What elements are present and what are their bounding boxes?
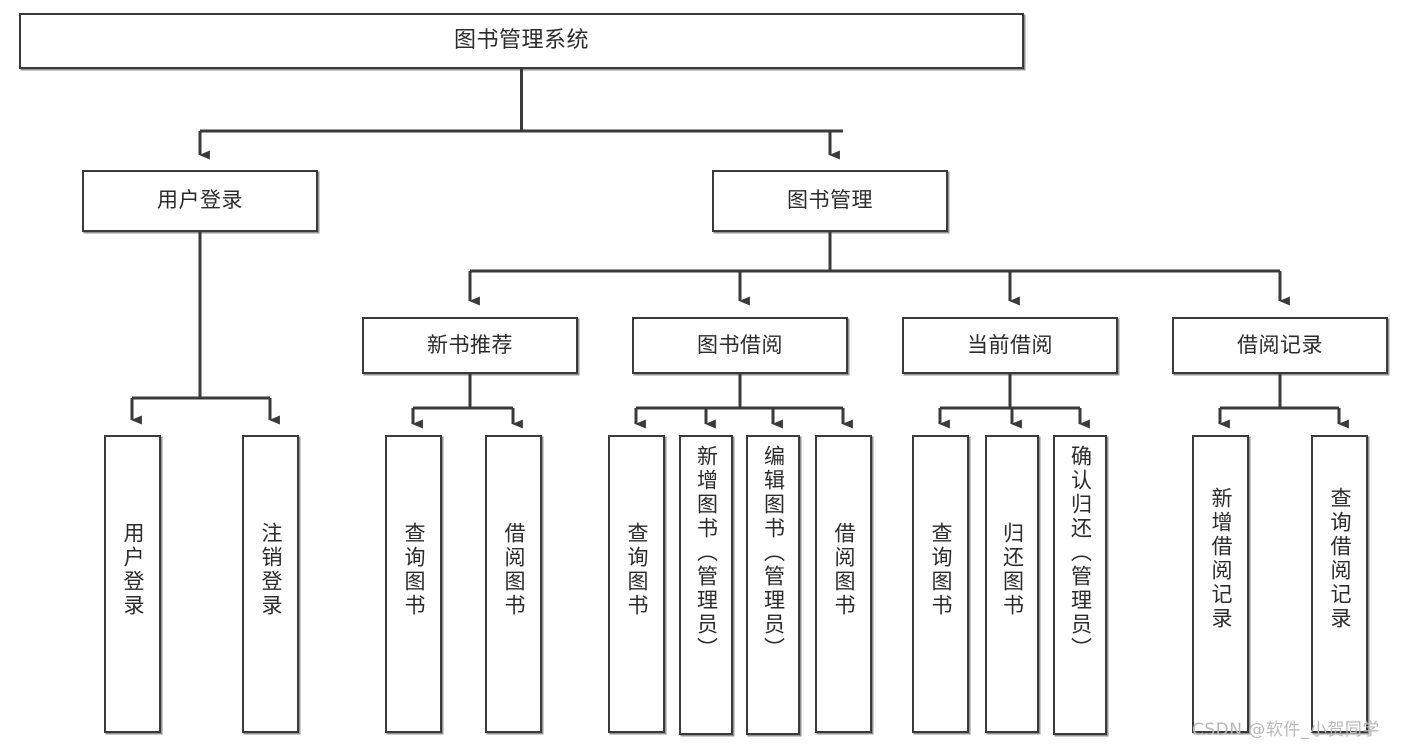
node-root[interactable]: 图书管理系统 bbox=[19, 13, 1024, 69]
node-leaf-edit-book-label: 编辑图书（管理员） bbox=[761, 445, 786, 661]
node-leaf-query-record[interactable]: 查询借阅记录 bbox=[1311, 435, 1368, 733]
node-book-manage[interactable]: 图书管理 bbox=[712, 170, 948, 232]
node-book-borrow-label: 图书借阅 bbox=[697, 332, 783, 357]
node-leaf-add-record[interactable]: 新增借阅记录 bbox=[1192, 435, 1249, 733]
csdn-watermark: CSDN @软件_小贺同学 bbox=[1192, 715, 1380, 740]
node-borrow-record-label: 借阅记录 bbox=[1237, 332, 1323, 357]
node-leaf-add-record-label: 新增借阅记录 bbox=[1209, 487, 1233, 631]
node-user-login[interactable]: 用户登录 bbox=[82, 170, 318, 232]
node-new-book-recommend-label: 新书推荐 bbox=[427, 332, 513, 357]
node-leaf-confirm-return[interactable]: 确认归还（管理员） bbox=[1053, 435, 1107, 735]
node-leaf-borrow-book-2-label: 借阅图书 bbox=[832, 522, 856, 618]
node-leaf-query-book-1-label: 查询图书 bbox=[402, 522, 426, 618]
node-leaf-logout-label: 注销登录 bbox=[259, 522, 283, 618]
node-borrow-record[interactable]: 借阅记录 bbox=[1172, 317, 1388, 374]
node-leaf-user-login[interactable]: 用户登录 bbox=[104, 435, 161, 733]
node-leaf-confirm-return-label: 确认归还（管理员） bbox=[1068, 445, 1093, 661]
node-leaf-user-login-label: 用户登录 bbox=[121, 522, 145, 618]
node-leaf-add-book-label: 新增图书（管理员） bbox=[694, 445, 719, 661]
node-leaf-query-book-3-label: 查询图书 bbox=[929, 522, 953, 618]
node-leaf-return-book[interactable]: 归还图书 bbox=[985, 435, 1039, 733]
node-leaf-add-book[interactable]: 新增图书（管理员） bbox=[679, 435, 733, 735]
node-leaf-query-book-1[interactable]: 查询图书 bbox=[385, 435, 442, 733]
node-book-borrow[interactable]: 图书借阅 bbox=[632, 317, 848, 374]
node-current-borrow[interactable]: 当前借阅 bbox=[902, 317, 1118, 374]
node-leaf-return-book-label: 归还图书 bbox=[1000, 522, 1025, 618]
node-leaf-logout[interactable]: 注销登录 bbox=[242, 435, 299, 733]
node-root-label: 图书管理系统 bbox=[453, 27, 589, 53]
node-leaf-edit-book[interactable]: 编辑图书（管理员） bbox=[746, 435, 800, 735]
node-leaf-query-book-2[interactable]: 查询图书 bbox=[608, 435, 665, 733]
node-user-login-label: 用户登录 bbox=[157, 188, 243, 213]
node-leaf-query-book-3[interactable]: 查询图书 bbox=[912, 435, 969, 733]
node-leaf-borrow-book-2[interactable]: 借阅图书 bbox=[815, 435, 872, 733]
node-leaf-borrow-book-1-label: 借阅图书 bbox=[502, 522, 526, 618]
node-leaf-query-book-2-label: 查询图书 bbox=[625, 522, 649, 618]
node-book-manage-label: 图书管理 bbox=[787, 188, 873, 213]
node-leaf-borrow-book-1[interactable]: 借阅图书 bbox=[485, 435, 542, 733]
node-leaf-query-record-label: 查询借阅记录 bbox=[1328, 487, 1352, 631]
node-current-borrow-label: 当前借阅 bbox=[967, 332, 1053, 357]
csdn-watermark-text: CSDN @软件_小贺同学 bbox=[1192, 720, 1380, 740]
node-new-book-recommend[interactable]: 新书推荐 bbox=[362, 317, 578, 374]
